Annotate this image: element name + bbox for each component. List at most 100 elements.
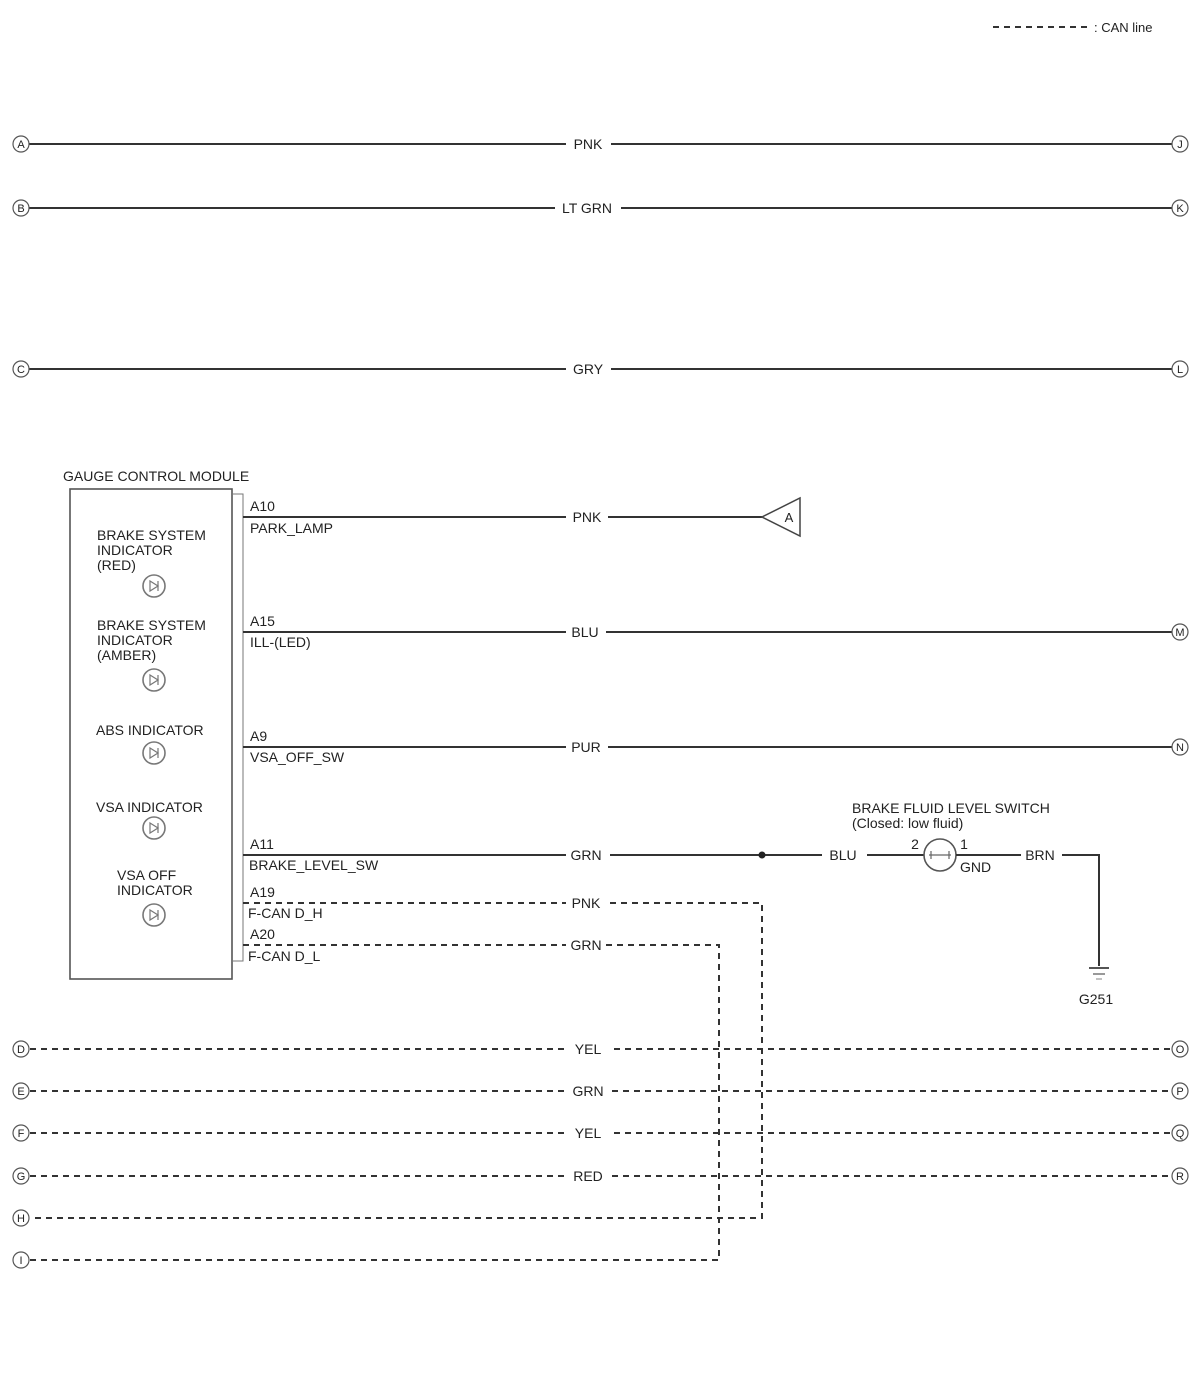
wire-color-label: GRN bbox=[570, 937, 601, 953]
switch-title: BRAKE FLUID LEVEL SWITCH bbox=[852, 800, 1050, 816]
connector-d: D bbox=[12, 1040, 30, 1058]
vsa-indicator: VSA INDICATOR bbox=[96, 799, 203, 840]
pin-signal-name: BRAKE_LEVEL_SW bbox=[249, 857, 379, 873]
switch-pin-1: 1 bbox=[960, 836, 968, 852]
wire-e-p: GRN bbox=[30, 1083, 1172, 1099]
connector-label: R bbox=[1176, 1171, 1184, 1183]
indicator-label-line: INDICATOR bbox=[97, 632, 173, 648]
connector-m: M bbox=[1171, 623, 1189, 641]
pin-number: A11 bbox=[250, 836, 274, 852]
pin-number: A19 bbox=[250, 884, 275, 900]
connector-r: R bbox=[1171, 1167, 1189, 1185]
led-icon bbox=[142, 903, 166, 927]
connector-label: O bbox=[1176, 1044, 1185, 1056]
ground-g251: G251 bbox=[1079, 967, 1113, 1007]
module-box bbox=[69, 488, 233, 980]
indicator-label-line: INDICATOR bbox=[97, 542, 173, 558]
led-icon bbox=[142, 574, 166, 598]
wire-color-label: GRN bbox=[572, 1083, 603, 1099]
connector-label: L bbox=[1177, 364, 1183, 376]
switch-note: (Closed: low fluid) bbox=[852, 815, 963, 831]
connector-label: Q bbox=[1176, 1128, 1185, 1140]
abs-indicator: ABS INDICATOR bbox=[96, 722, 204, 765]
connector-c: C bbox=[12, 360, 30, 378]
can-line-legend: : CAN line bbox=[993, 20, 1153, 35]
led-icon bbox=[142, 741, 166, 765]
legend-can-label: : CAN line bbox=[1094, 20, 1153, 35]
wire-a19-fcan-dh: A19 F-CAN D_H PNK bbox=[30, 884, 763, 1219]
connector-n: N bbox=[1171, 738, 1189, 756]
connector-h: H bbox=[12, 1209, 30, 1227]
wire-color-label: PUR bbox=[571, 739, 601, 755]
connector-label: F bbox=[18, 1128, 25, 1140]
brake-fluid-level-switch: BRAKE FLUID LEVEL SWITCH (Closed: low fl… bbox=[852, 800, 1100, 966]
connector-label: A bbox=[785, 510, 794, 525]
connector-b: B bbox=[12, 199, 30, 217]
connector-a-triangle: A bbox=[760, 496, 801, 538]
connector-label: E bbox=[17, 1086, 24, 1098]
brake-system-indicator-amber: BRAKE SYSTEM INDICATOR (AMBER) bbox=[97, 617, 206, 692]
ground-icon bbox=[1089, 967, 1109, 980]
pin-signal-name: VSA_OFF_SW bbox=[250, 749, 345, 765]
wire-color-label: BRN bbox=[1025, 847, 1055, 863]
wire-f-q: YEL bbox=[30, 1125, 1172, 1141]
led-icon bbox=[142, 816, 166, 840]
indicator-label-line: (AMBER) bbox=[97, 647, 156, 663]
wire-color-label: RED bbox=[573, 1168, 603, 1184]
wire-g-r: RED bbox=[30, 1168, 1172, 1184]
indicator-label-line: (RED) bbox=[97, 557, 136, 573]
wire-color-label: GRY bbox=[573, 361, 604, 377]
connector-l: L bbox=[1171, 360, 1189, 378]
wire-a-j: PNK bbox=[28, 136, 1173, 152]
module-title: GAUGE CONTROL MODULE bbox=[63, 468, 249, 484]
brake-system-indicator-red: BRAKE SYSTEM INDICATOR (RED) bbox=[97, 527, 206, 598]
connector-label: D bbox=[17, 1044, 25, 1056]
indicator-label-line: BRAKE SYSTEM bbox=[97, 527, 206, 543]
pin-signal-name: F-CAN D_L bbox=[248, 948, 321, 964]
indicator-label-line: INDICATOR bbox=[117, 882, 193, 898]
connector-label: C bbox=[17, 364, 25, 376]
indicator-label-line: ABS INDICATOR bbox=[96, 722, 204, 738]
pin-signal-name: ILL-(LED) bbox=[250, 634, 311, 650]
wire-color-label: YEL bbox=[575, 1125, 602, 1141]
wire-color-label: YEL bbox=[575, 1041, 602, 1057]
connector-a: A bbox=[12, 135, 30, 153]
pin-signal-name: F-CAN D_H bbox=[248, 905, 323, 921]
wire-color-label: PNK bbox=[573, 509, 602, 525]
connector-f: F bbox=[12, 1124, 30, 1142]
connector-g: G bbox=[12, 1167, 30, 1185]
wire-color-label: GRN bbox=[570, 847, 601, 863]
indicator-label-line: BRAKE SYSTEM bbox=[97, 617, 206, 633]
connector-label: M bbox=[1175, 627, 1184, 639]
connector-e: E bbox=[12, 1082, 30, 1100]
pin-signal-name: PARK_LAMP bbox=[250, 520, 333, 536]
connector-label: N bbox=[1176, 742, 1184, 754]
led-icon bbox=[142, 668, 166, 692]
connector-p: P bbox=[1171, 1082, 1189, 1100]
pin-number: A9 bbox=[250, 728, 267, 744]
wire-color-label: BLU bbox=[571, 624, 598, 640]
connector-label: A bbox=[17, 139, 25, 151]
wire-b-k: LT GRN bbox=[28, 200, 1173, 216]
switch-contact-icon bbox=[929, 851, 951, 859]
vsa-off-indicator: VSA OFF INDICATOR bbox=[117, 867, 193, 927]
wire-color-label: LT GRN bbox=[562, 200, 612, 216]
wire-c-l: GRY bbox=[28, 361, 1173, 377]
indicator-label-line: VSA INDICATOR bbox=[96, 799, 203, 815]
connector-q: Q bbox=[1171, 1124, 1189, 1142]
connector-label: G bbox=[17, 1171, 26, 1183]
module-connector-bracket bbox=[232, 493, 244, 962]
wire-color-label: BLU bbox=[829, 847, 856, 863]
connector-label: J bbox=[1177, 139, 1183, 151]
connector-i: I bbox=[12, 1251, 30, 1269]
wire-a10-park-lamp: A10 PARK_LAMP PNK A bbox=[243, 496, 801, 538]
wire-a9-vsa-off-sw: A9 VSA_OFF_SW PUR bbox=[243, 728, 1173, 765]
pin-number: A20 bbox=[250, 926, 275, 942]
connector-k: K bbox=[1171, 199, 1189, 217]
wire-a11-brake-level-sw: A11 BRAKE_LEVEL_SW GRN BLU bbox=[243, 836, 924, 873]
gauge-control-module: GAUGE CONTROL MODULE BRAKE SYSTEM INDICA… bbox=[63, 468, 249, 980]
wire-a15-ill-led: A15 ILL-(LED) BLU bbox=[243, 613, 1173, 650]
wire-color-label: PNK bbox=[572, 895, 601, 911]
wire-d-o: YEL bbox=[30, 1041, 1172, 1057]
